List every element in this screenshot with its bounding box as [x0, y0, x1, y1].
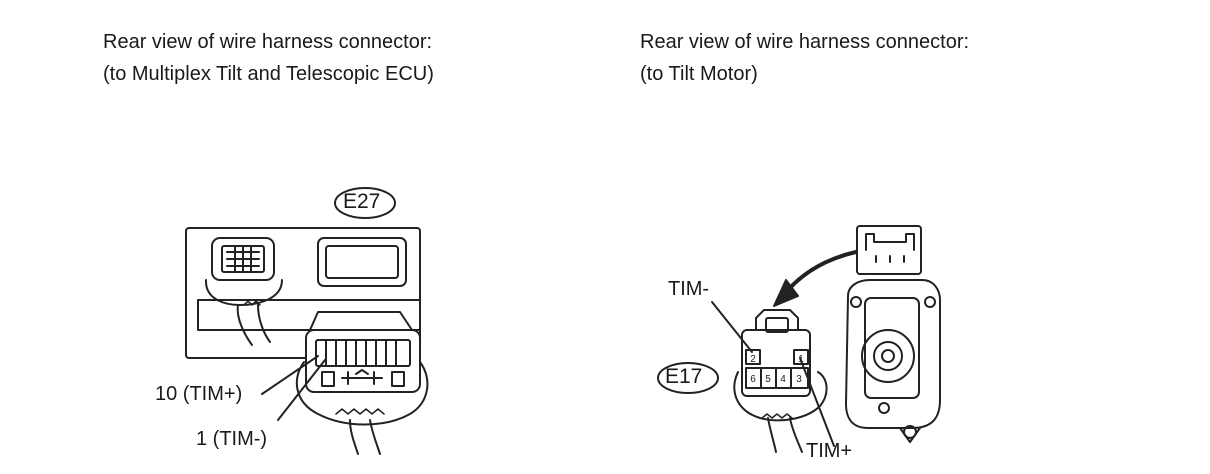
- pin-number: 4: [780, 374, 786, 385]
- right-caption-line1: Rear view of wire harness connector:: [640, 31, 970, 53]
- tim-plus-label: TIM+: [806, 440, 853, 462]
- pin-number: 3: [796, 374, 802, 385]
- ecu-housing: [185, 227, 421, 359]
- leader-tim-plus: [799, 357, 835, 447]
- pin-1-label: 1 (TIM-): [196, 428, 268, 450]
- tilt-motor: [845, 225, 941, 443]
- pin-number: 5: [765, 374, 771, 385]
- e17-connector-id: E17: [665, 365, 703, 388]
- right-caption: Rear view of wire harness connector: (to…: [640, 26, 969, 90]
- left-caption-line1: Rear view of wire harness connector:: [103, 31, 433, 53]
- e27-connector-id: E27: [343, 190, 381, 213]
- e17-connector: [733, 309, 828, 453]
- curved-arrow: [786, 250, 858, 292]
- e17-tag-oval: [657, 362, 719, 394]
- right-caption-line2: (to Tilt Motor): [640, 63, 758, 85]
- pin-10-label: 10 (TIM+): [155, 383, 243, 405]
- left-caption: Rear view of wire harness connector: (to…: [103, 26, 434, 90]
- pin-number: 6: [750, 374, 756, 385]
- e27-tag-oval: [334, 187, 396, 219]
- pin-number: 2: [750, 354, 756, 365]
- pin-number: 1: [798, 354, 804, 365]
- leader-10: [261, 355, 319, 395]
- leader-tim-minus: [711, 301, 753, 353]
- e27-connector: [295, 311, 429, 455]
- arrow-head-icon: [773, 279, 799, 307]
- left-caption-line2: (to Multiplex Tilt and Telescopic ECU): [103, 63, 434, 85]
- tim-minus-label: TIM-: [668, 278, 710, 300]
- leader-1: [277, 359, 326, 421]
